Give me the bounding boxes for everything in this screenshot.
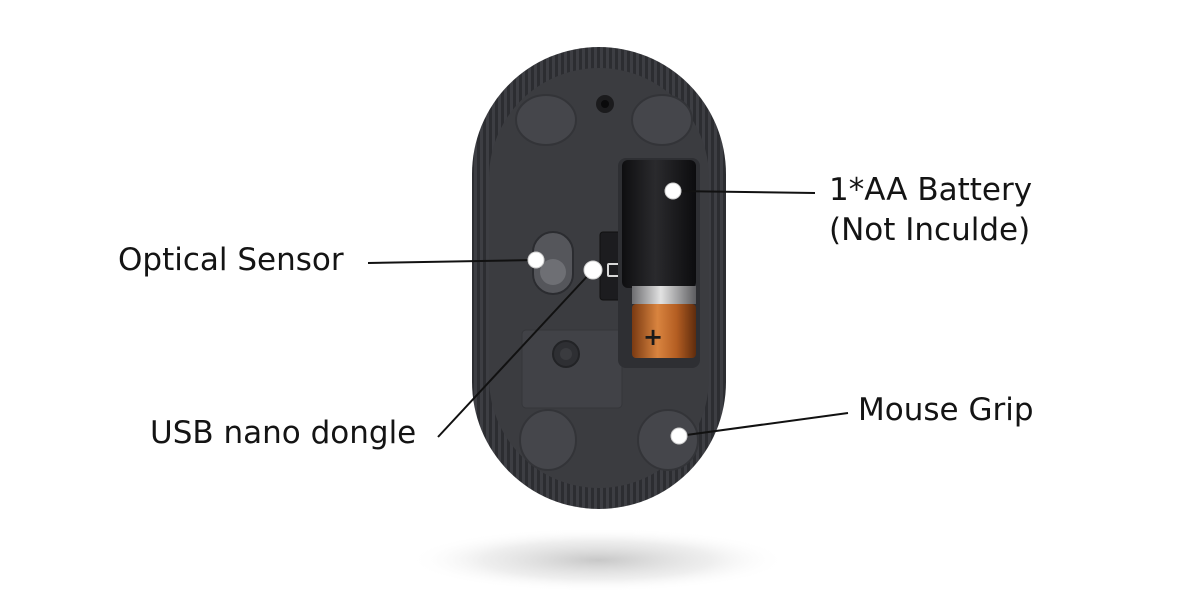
marker-usb-dongle	[583, 260, 603, 280]
mouse-foot-bottom-left	[519, 409, 577, 471]
svg-text:+: +	[643, 323, 663, 351]
floor-shadow	[408, 528, 788, 592]
mouse-foot-bottom-right	[637, 409, 699, 471]
aa-battery-copper-end	[632, 304, 696, 358]
callout-usb-dongle: USB nano dongle	[150, 413, 416, 453]
marker-optical-sensor	[527, 251, 545, 269]
callout-battery: 1*AA Battery (Not Inculde)	[829, 170, 1032, 251]
aa-battery-body	[622, 160, 696, 288]
leader-mouse-grip	[678, 412, 849, 437]
callout-mouse-grip: Mouse Grip	[858, 390, 1034, 430]
callout-mouse-grip-text: Mouse Grip	[858, 392, 1034, 428]
callout-battery-line2: (Not Inculde)	[829, 212, 1031, 249]
marker-battery	[664, 182, 682, 200]
leader-usb-dongle	[437, 269, 594, 438]
leader-optical-sensor	[367, 259, 537, 264]
marker-mouse-grip	[670, 427, 688, 445]
mouse-foot-top-right	[631, 94, 693, 146]
callout-optical-sensor-text: Optical Sensor	[118, 242, 344, 278]
callout-optical-sensor: Optical Sensor	[118, 240, 344, 280]
leader-battery	[672, 190, 816, 194]
callout-usb-dongle-text: USB nano dongle	[150, 415, 417, 451]
mouse-foot-top-left	[515, 94, 577, 146]
callout-battery-line1: 1*AA Battery	[829, 172, 1033, 208]
aa-battery-silver-band	[632, 286, 696, 304]
dongle-recess	[521, 329, 623, 409]
